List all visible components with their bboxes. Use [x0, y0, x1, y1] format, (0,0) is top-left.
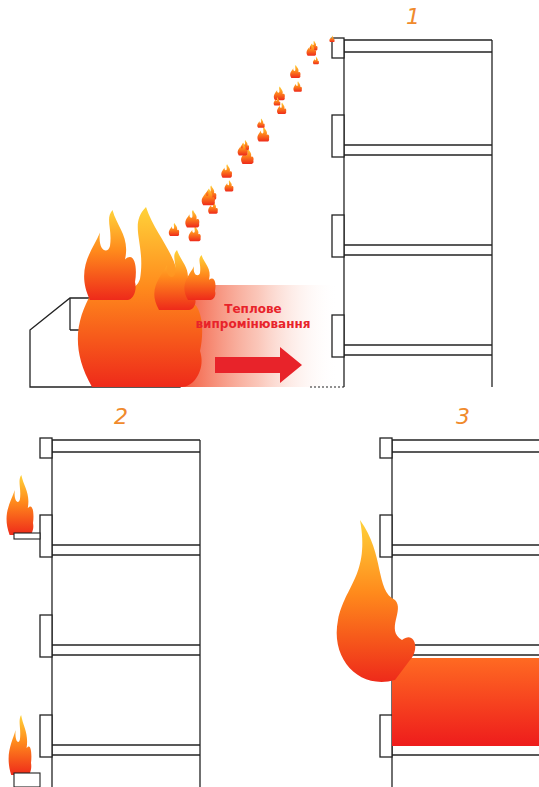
- ember: [274, 86, 285, 100]
- ember: [238, 143, 248, 156]
- panel-number: 3: [456, 406, 470, 428]
- ember: [307, 44, 317, 56]
- ember: [169, 223, 179, 236]
- apartment-building: [40, 438, 200, 787]
- ember: [189, 226, 201, 241]
- house-fire: [84, 210, 136, 300]
- ember: [313, 57, 319, 64]
- ember: [274, 97, 281, 105]
- panel-number: 2: [114, 406, 128, 428]
- ember: [290, 65, 300, 78]
- ember: [257, 127, 269, 142]
- house-fire: [184, 255, 215, 300]
- window-fire: [337, 520, 416, 682]
- panel-number: 1: [406, 6, 420, 28]
- ember: [185, 210, 199, 228]
- balcony-fire: [7, 475, 34, 535]
- apartment-building: [380, 438, 539, 787]
- ember: [329, 36, 334, 43]
- heat-radiation-label: Теплове випромінювання: [193, 302, 313, 332]
- apartment-building: [332, 38, 492, 387]
- ember: [257, 119, 264, 128]
- ember: [221, 164, 232, 177]
- burning-flat: [392, 658, 539, 746]
- house-fire: [78, 207, 202, 387]
- ember: [202, 189, 215, 206]
- heat-arrow: [215, 347, 302, 383]
- ember: [293, 81, 301, 92]
- balcony-fire: [9, 715, 32, 775]
- ember: [225, 180, 234, 191]
